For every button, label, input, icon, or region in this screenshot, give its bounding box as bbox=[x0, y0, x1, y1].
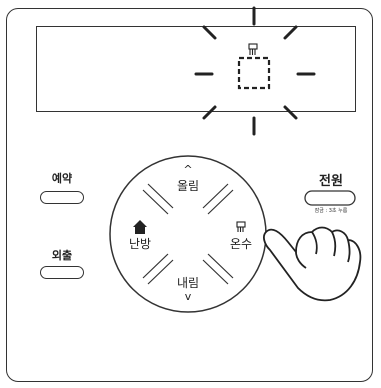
up-button[interactable]: 올림 bbox=[176, 179, 200, 193]
power-label: 전원 bbox=[319, 174, 343, 189]
down-arrow-icon: v bbox=[184, 290, 192, 303]
up-arrow-icon: ^ bbox=[183, 163, 193, 176]
reservation-button[interactable] bbox=[40, 191, 84, 204]
down-button[interactable]: 내림 bbox=[176, 276, 200, 290]
lcd-display bbox=[36, 26, 356, 112]
away-label: 외출 bbox=[51, 249, 73, 262]
reservation-label: 예약 bbox=[51, 172, 73, 185]
away-button[interactable] bbox=[40, 266, 84, 279]
heating-button[interactable]: 난방 bbox=[128, 237, 152, 251]
hot-water-button[interactable]: 온수 bbox=[229, 237, 253, 251]
lock-hint: 잠금 : 3초 누름 bbox=[314, 208, 348, 214]
